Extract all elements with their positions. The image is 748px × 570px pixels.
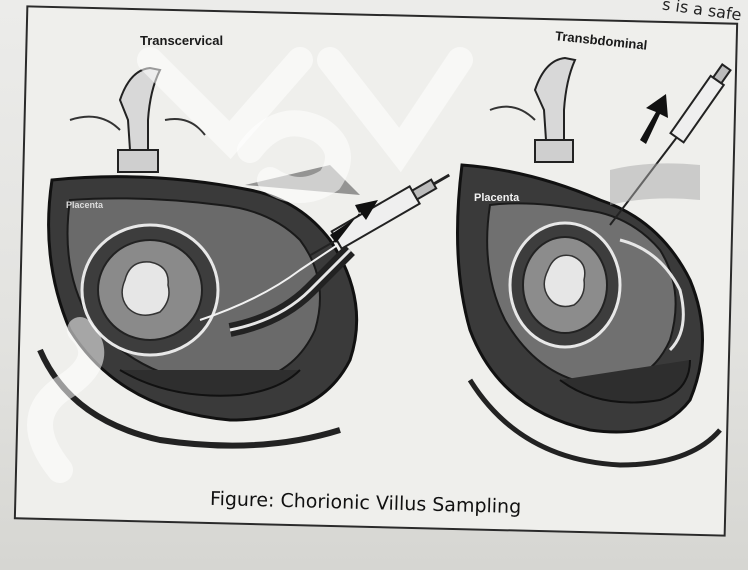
transcervical-label: Transcervical [140,33,223,48]
placenta-label-right: Placenta [474,192,519,204]
transcervical-diagram [40,68,454,446]
transabdominal-diagram [458,58,733,465]
placenta-label-left: Placenta [66,200,103,210]
